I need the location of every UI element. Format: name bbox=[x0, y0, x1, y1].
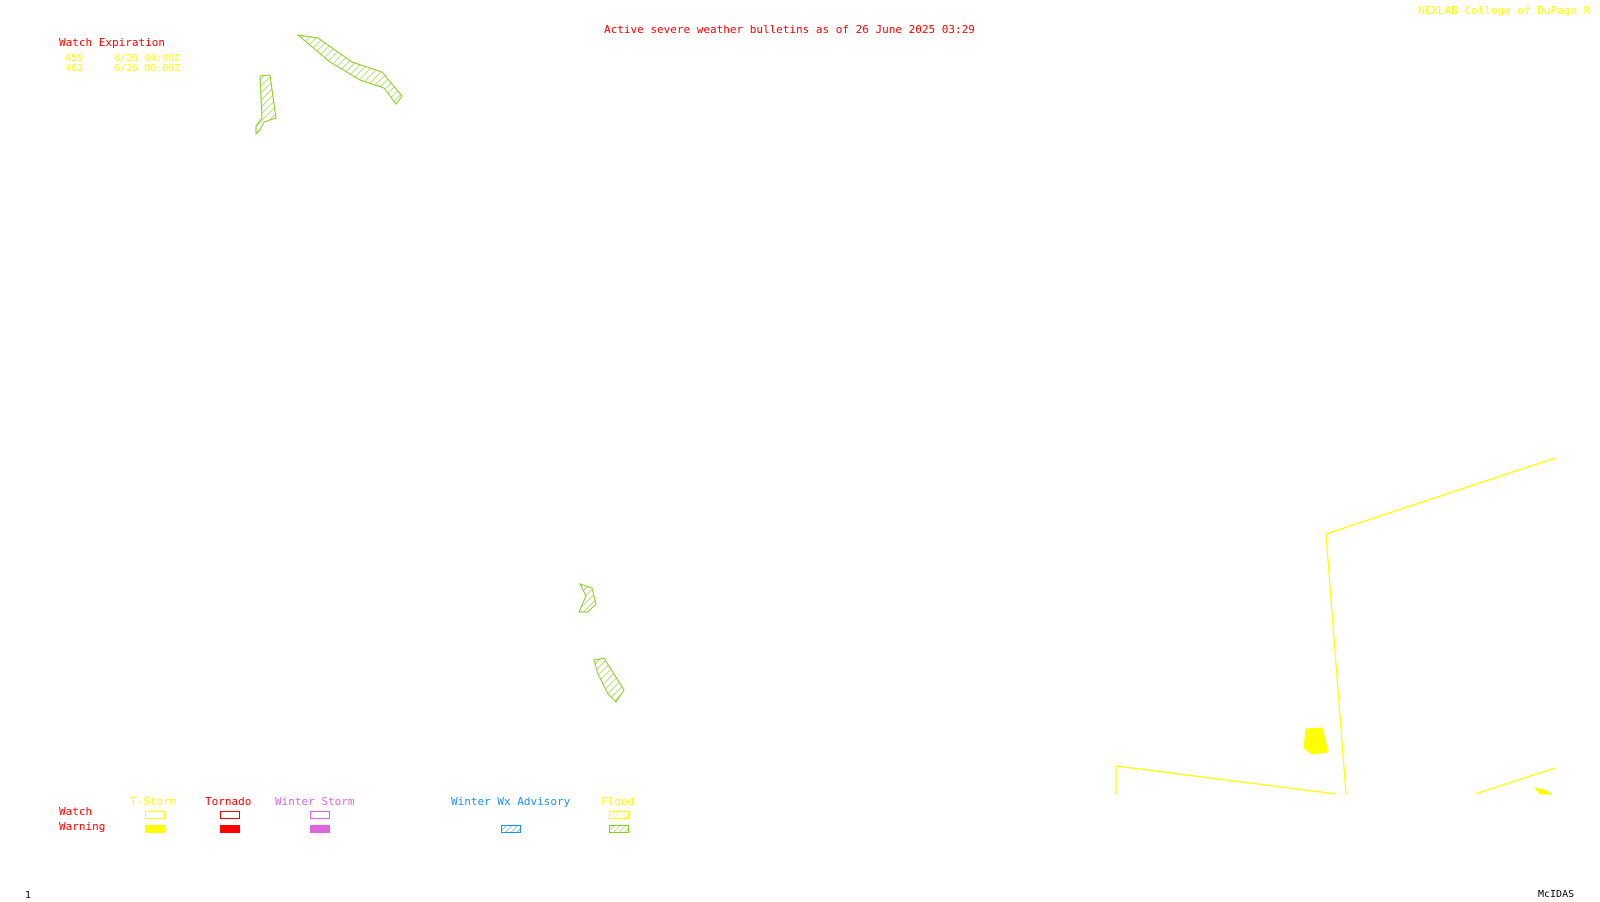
flood-warning-swatch bbox=[609, 825, 629, 833]
watch-expiration-heading: Watch Expiration bbox=[59, 36, 165, 49]
flood-warning-polygons bbox=[255, 34, 625, 703]
legend-row-watch: Watch bbox=[59, 805, 93, 818]
tstorm-watch-swatch bbox=[145, 811, 165, 819]
legend-label-tstorm: T-Storm bbox=[130, 795, 177, 808]
tstorm-watch-459-outline bbox=[1325, 457, 1556, 795]
watch-id: 459 bbox=[65, 53, 84, 64]
page-title: Active severe weather bulletins as of 26… bbox=[604, 23, 975, 36]
tornado-warning-swatch bbox=[220, 825, 240, 833]
flood-watch-swatch bbox=[609, 811, 629, 819]
flood-warning-polygon bbox=[593, 657, 625, 703]
watch-id: 462 bbox=[65, 63, 84, 74]
legend-label-winter-wx-advisory: Winter Wx Advisory bbox=[451, 795, 571, 808]
winter-wx-advisory-swatch bbox=[501, 825, 521, 833]
legend-row-warning: Warning bbox=[59, 820, 106, 833]
tstorm-watch-edge bbox=[1474, 767, 1556, 795]
legend-label-winter-storm: Winter Storm bbox=[275, 795, 355, 808]
software-label: McIDAS bbox=[1538, 889, 1575, 900]
tstorm-warning-swatch bbox=[145, 825, 165, 833]
tstorm-warning-polygon bbox=[1303, 727, 1329, 755]
frame-number: 1 bbox=[25, 890, 32, 901]
tstorm-warning-polygon bbox=[1533, 787, 1553, 795]
flood-warning-polygon bbox=[578, 583, 597, 613]
tornado-watch-swatch bbox=[220, 811, 240, 819]
watch-expires: 6/26 04:00Z bbox=[114, 53, 181, 64]
credit-label: NEXLAB-College of DuPage R bbox=[1418, 4, 1591, 17]
winter-storm-warning-swatch bbox=[310, 825, 330, 833]
watch-expires: 6/26 06:00Z bbox=[114, 63, 181, 74]
legend-label-flood: Flood bbox=[601, 795, 635, 808]
tstorm-watch-462-outline bbox=[1115, 765, 1337, 795]
tstorm-watch-outlines bbox=[1115, 457, 1556, 795]
winter-storm-watch-swatch bbox=[310, 811, 330, 819]
flood-warning-polygon bbox=[296, 34, 403, 105]
flood-warning-polygon bbox=[255, 74, 277, 136]
tstorm-warning-polygons bbox=[1303, 727, 1553, 795]
legend-label-tornado: Tornado bbox=[205, 795, 252, 808]
